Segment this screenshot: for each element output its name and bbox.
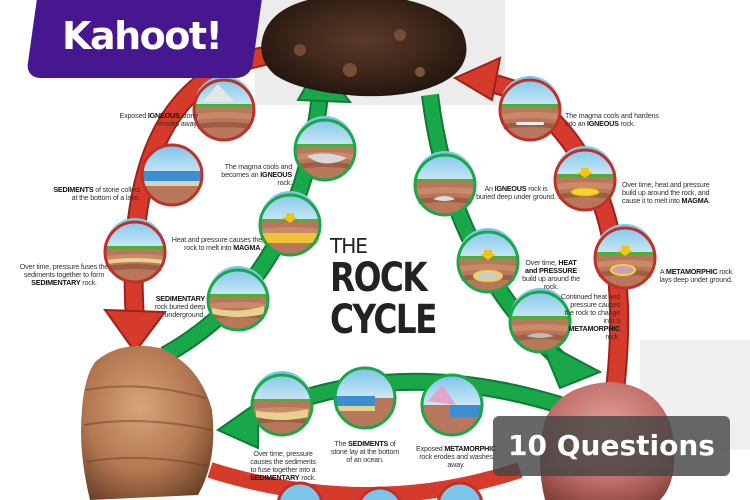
caption-pressure-sedimentary-bottom: Over time, pressure causes the sediments… — [250, 449, 316, 482]
title-the: THE — [330, 234, 368, 258]
caption-magma-hardens: The magma cools and hardens into an IGNE… — [565, 111, 659, 128]
questions-count-badge: 10 Questions — [493, 416, 730, 476]
kahoot-logo-text: Kahoot! — [62, 14, 223, 58]
caption-exposed-igneous: Exposed IGNEOUS stone erodes away. — [119, 111, 198, 128]
caption-magma-cools-igneous: The magma cools and becomes an IGNEOUS r… — [221, 162, 292, 187]
caption-sedimentary-buried: SEDIMENTARY rock buried deep underground… — [154, 294, 206, 319]
igneous-rock — [261, 0, 467, 97]
questions-count-label: 10 Questions — [508, 429, 715, 462]
caption-heat-pressure-build: Over time, HEAT and PRESSURE build up ar… — [522, 258, 580, 291]
caption-continued-heat: Continued heat and pressure causes the r… — [560, 292, 620, 341]
sedimentary-rock — [81, 345, 214, 500]
red-arrowhead — [103, 308, 167, 354]
caption-heat-melt-magma-right: Over time, heat and pressure build up ar… — [622, 180, 711, 205]
caption-pressure-sedimentary: Over time, pressure fuses the sediments … — [19, 262, 109, 287]
caption-exposed-metamorphic: Exposed METAMORPHIC rock erodes and wash… — [416, 444, 496, 469]
diagram-title: THE ROCK CYCLE — [330, 236, 459, 340]
title-rock: ROCK — [330, 255, 428, 301]
caption-sediments-ocean: The SEDIMENTS of stone lay at the bottom… — [330, 439, 400, 464]
caption-igneous-buried: An IGNEOUS rock is buried deep under gro… — [476, 184, 556, 201]
caption-heat-melt-magma: Heat and pressure causes the rock to mel… — [171, 235, 262, 252]
caption-sediments-lake: SEDIMENTS of stone collect at the bottom… — [53, 185, 140, 202]
title-cycle: CYCLE — [330, 297, 437, 343]
caption-metamorphic-deep: A METAMORPHIC rock lays deep under groun… — [659, 267, 733, 284]
